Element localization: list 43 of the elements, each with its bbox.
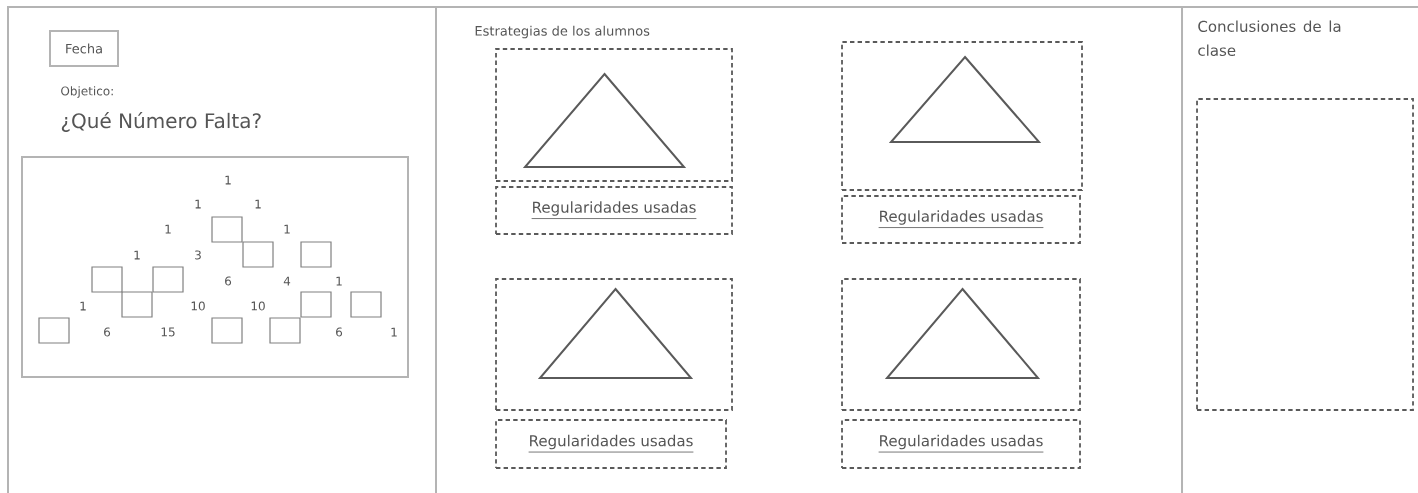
- pascal-number: 6: [336, 327, 343, 337]
- pascal-number: 1: [134, 250, 140, 260]
- pascal-number: 6: [104, 327, 111, 337]
- heading: ¿Qué Número Falta?: [61, 112, 261, 132]
- pascal-number: 1: [336, 276, 342, 286]
- blank-square: [350, 291, 382, 318]
- pascal-number: 1: [80, 301, 86, 311]
- section-heading: Estrategias de los alumnos: [475, 25, 650, 39]
- pascal-number: 1: [165, 224, 171, 234]
- date-box: Fecha: [49, 30, 119, 67]
- caption-box: Regularidades usadas: [841, 195, 1081, 244]
- pascal-number: 15: [161, 327, 175, 337]
- pascal-number: 1: [391, 327, 397, 337]
- node-label: Conclusiones de la clase: [1198, 20, 1341, 57]
- objective-label: Objetico:: [61, 86, 113, 98]
- puzzle-frame: [21, 156, 409, 378]
- blank-square: [211, 216, 243, 243]
- blank-square: [91, 266, 123, 293]
- pascal-number: 1: [255, 199, 261, 209]
- dashed-box: [495, 48, 733, 182]
- blank-square: [269, 317, 301, 344]
- blank-square: [121, 291, 153, 318]
- dashed-box: Conclusiones de la clase: [1196, 20, 1414, 411]
- caption-box: Regularidades usadas: [495, 186, 733, 235]
- blank-square: [242, 241, 274, 268]
- pascal-number: 3: [195, 250, 201, 260]
- caption-box: Regularidades usadas: [495, 419, 727, 469]
- pascal-number: 1: [284, 224, 290, 234]
- pascal-number: 10: [191, 301, 205, 311]
- caption-box: Regularidades usadas: [841, 419, 1081, 469]
- blank-square: [300, 241, 332, 268]
- blank-square: [152, 266, 184, 293]
- dashed-box: [841, 41, 1083, 191]
- pascal-number: 1: [225, 175, 231, 185]
- blank-square: [211, 317, 243, 344]
- pascal-number: 10: [251, 301, 265, 311]
- dashed-box: [495, 278, 733, 411]
- pascal-number: 6: [225, 276, 232, 286]
- blank-square: [38, 317, 70, 344]
- dashed-box: [841, 278, 1081, 411]
- blank-square: [300, 291, 332, 318]
- pascal-number: 4: [283, 276, 291, 286]
- pascal-number: 1: [195, 199, 201, 209]
